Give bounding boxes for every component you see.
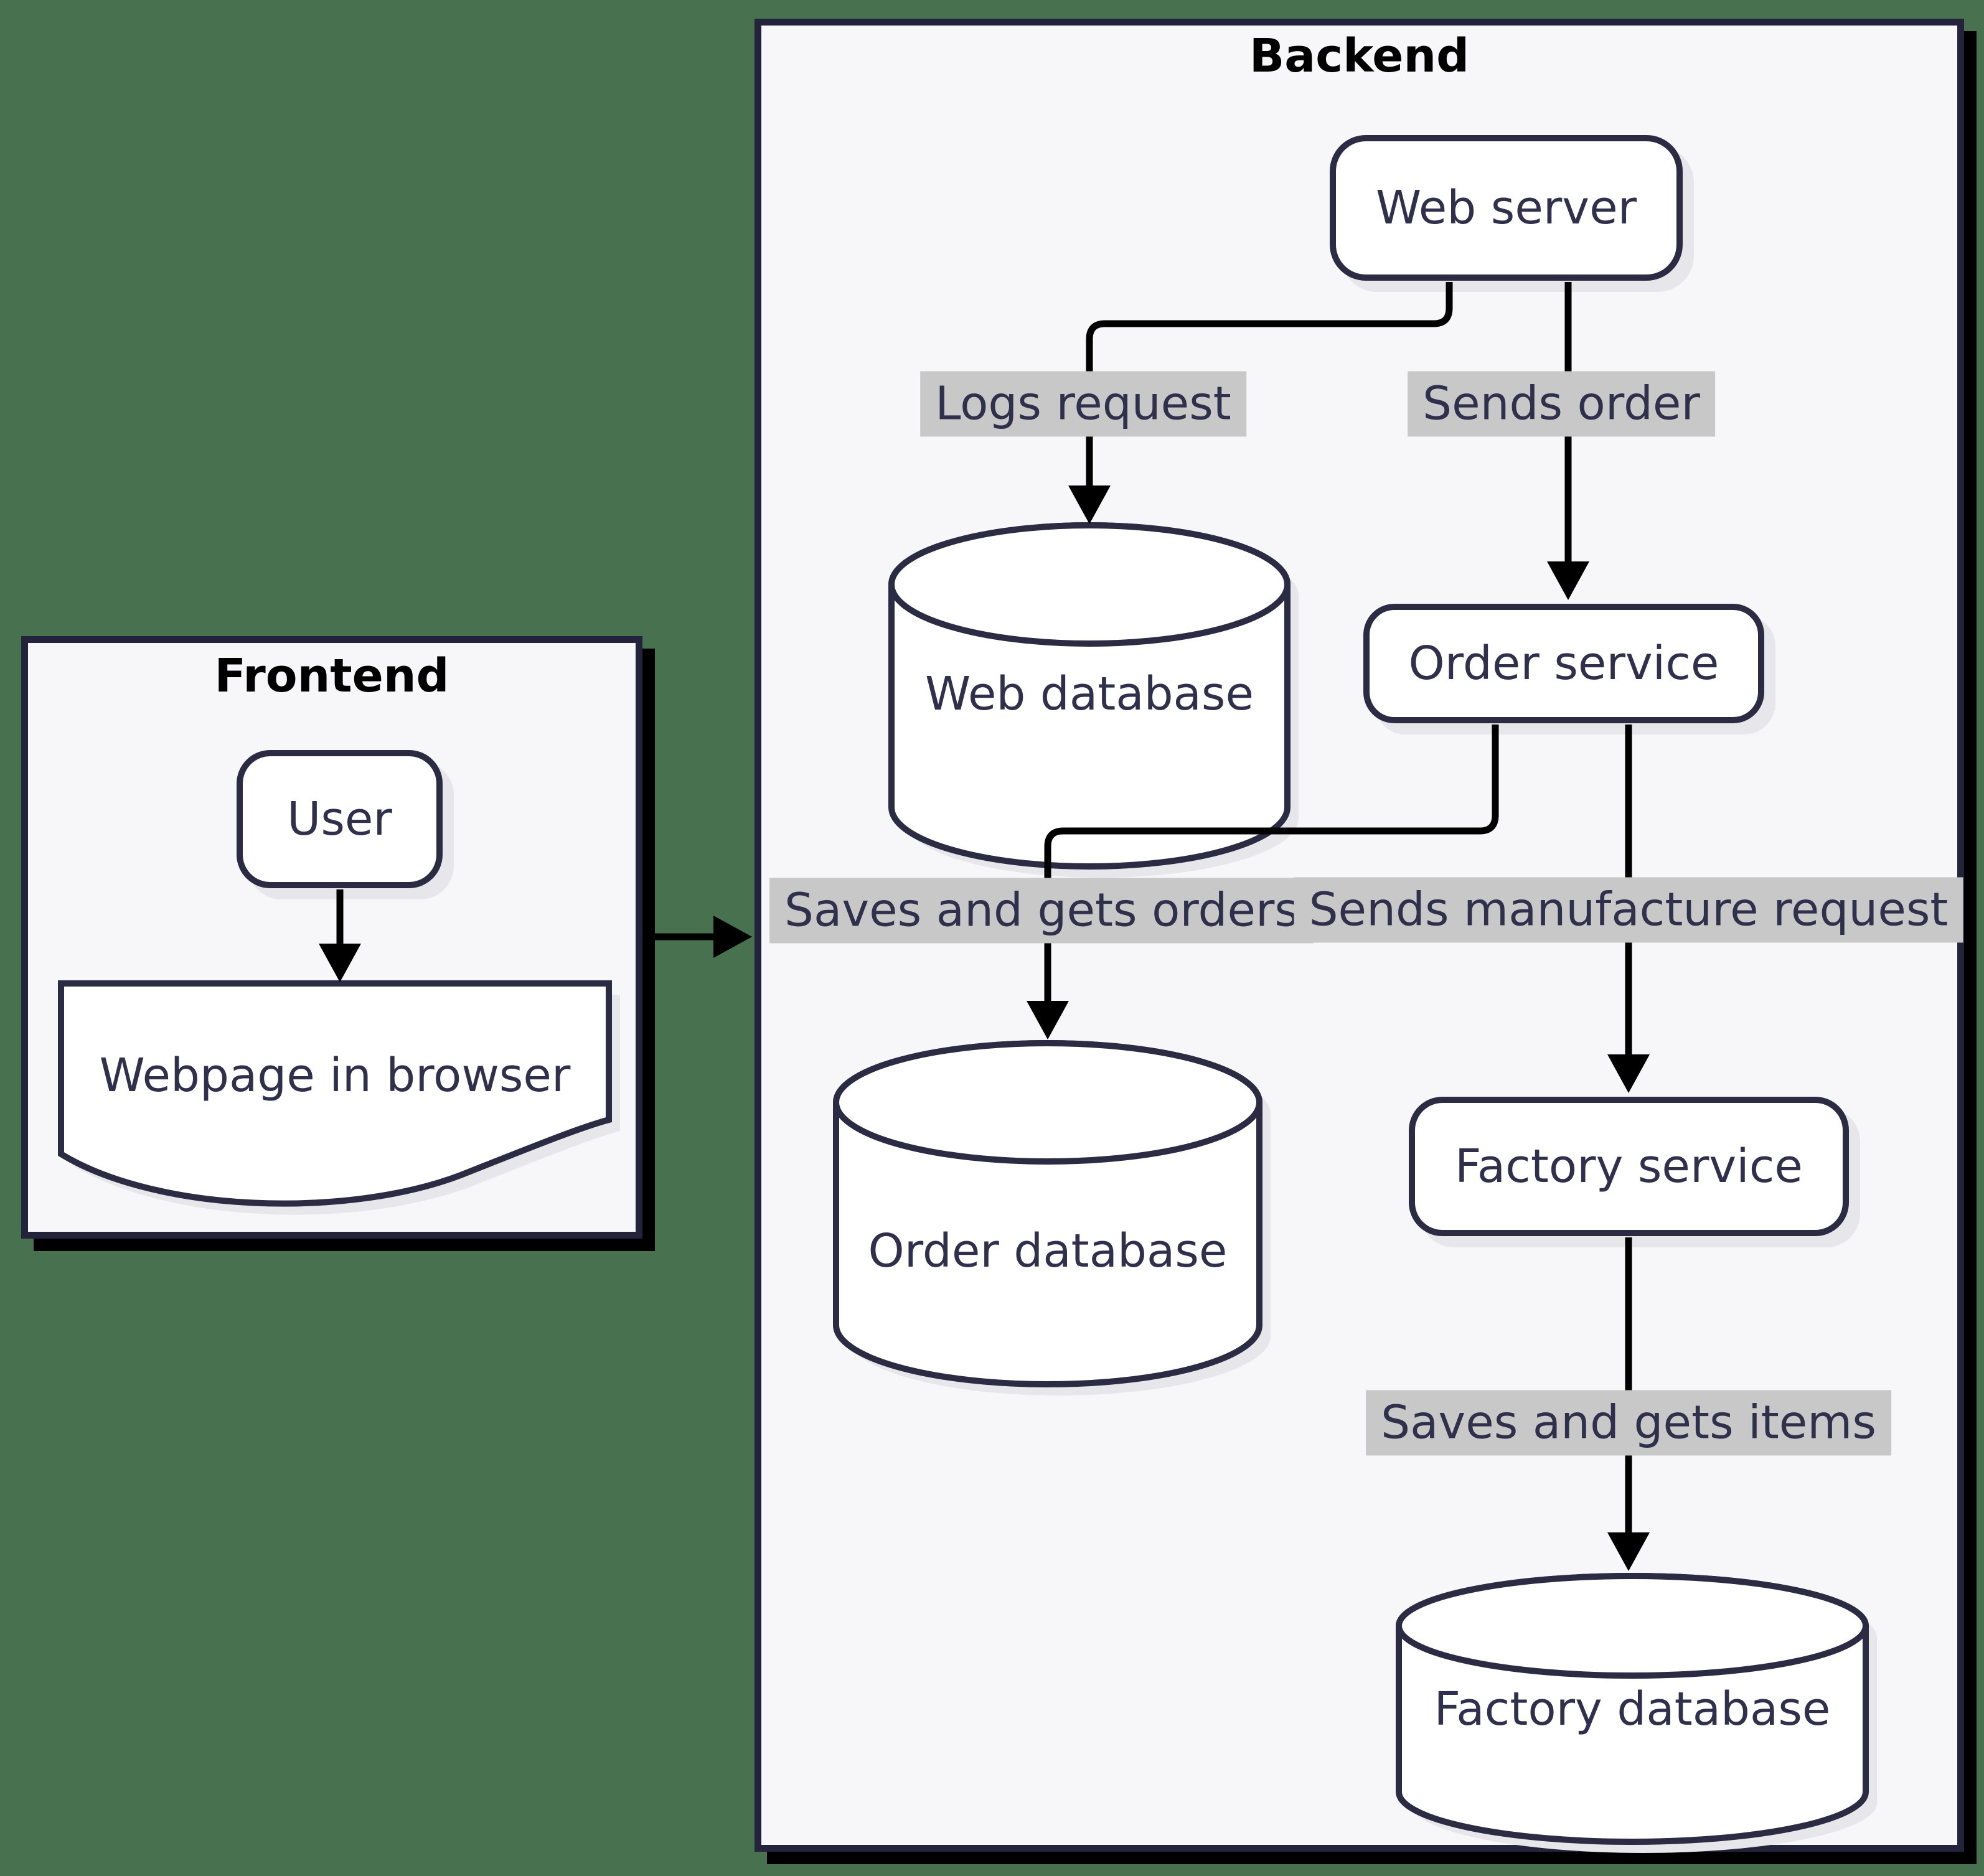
node-factory-service: Factory service — [1409, 1097, 1849, 1236]
edge-label-logs-request: Logs request — [920, 371, 1246, 437]
web-database-cylinder — [888, 522, 1291, 870]
node-order-service: Order service — [1363, 604, 1764, 723]
arrowhead-into-orderservice — [1547, 561, 1589, 600]
edge-webserver-to-webdatabase — [1086, 282, 1453, 487]
edge-label-saves-and-gets-orders: Saves and gets orders — [769, 878, 1314, 944]
arrowhead-into-webdatabase — [1068, 485, 1111, 524]
node-factory-service-label: Factory service — [1455, 1140, 1803, 1193]
node-web-server: Web server — [1330, 135, 1683, 281]
arrowhead-into-factorydatabase — [1607, 1532, 1650, 1571]
order-database-cylinder — [833, 1040, 1262, 1387]
backend-title: Backend — [1249, 29, 1470, 83]
edge-label-saves-and-gets-items: Saves and gets items — [1366, 1390, 1891, 1456]
edge-lines — [336, 282, 1632, 1534]
edge-arrowheads — [319, 485, 1650, 1571]
node-web-server-label: Web server — [1375, 181, 1637, 235]
edge-orderservice-to-orderdatabase — [1044, 725, 1499, 1002]
node-user-label: User — [287, 792, 392, 846]
webpage-document-shape — [58, 980, 612, 1207]
frontend-title: Frontend — [214, 649, 449, 703]
arrowhead-into-factoryservice — [1607, 1054, 1650, 1093]
arrowhead-into-backend — [713, 916, 752, 958]
node-web-database-label: Web database — [925, 667, 1254, 721]
edge-label-sends-order: Sends order — [1408, 371, 1715, 437]
node-factory-database-label: Factory database — [1434, 1682, 1831, 1736]
arrowhead-into-webpage — [319, 944, 361, 982]
factory-database-cylinder — [1396, 1573, 1869, 1845]
node-order-database-label: Order database — [868, 1224, 1228, 1278]
edge-label-sends-manufacture-request: Sends manufacture request — [1294, 877, 1963, 943]
arrowhead-into-orderdatabase — [1027, 1001, 1069, 1039]
node-order-service-label: Order service — [1408, 637, 1719, 690]
node-user: User — [237, 750, 443, 888]
node-webpage-label: Webpage in browser — [99, 1049, 571, 1102]
